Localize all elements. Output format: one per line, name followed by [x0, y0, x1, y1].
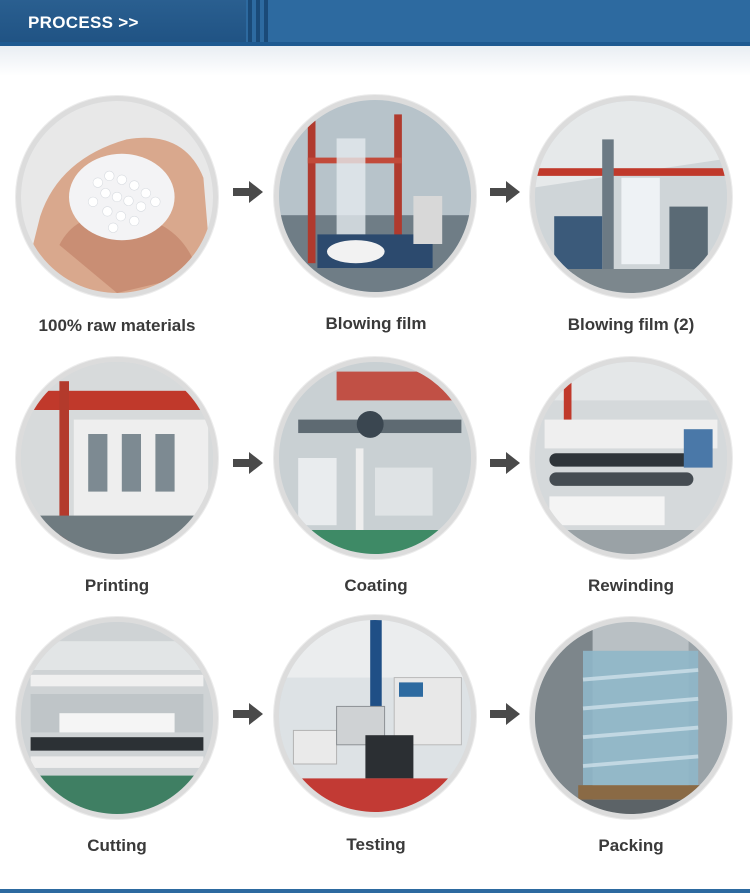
step-label-blowing-film: Blowing film — [325, 314, 427, 333]
header-shadow — [0, 46, 750, 76]
arrow-right-icon — [490, 703, 520, 725]
step-label-raw-materials: 100% raw materials — [38, 316, 196, 335]
step-label-rewinding: Rewinding — [588, 576, 674, 595]
step-image-packing — [530, 617, 732, 819]
step-label-testing: Testing — [346, 835, 406, 854]
plastic-pellets-in-hands-photo — [21, 101, 213, 293]
section-title: PROCESS >> — [28, 13, 139, 32]
header-underline — [0, 42, 750, 46]
step-image-blowing-film — [274, 95, 476, 297]
arrow-right-icon — [490, 181, 520, 203]
header-stripe — [264, 0, 268, 46]
header-tab — [0, 0, 246, 46]
step-label-blowing-film-2: Blowing film (2) — [567, 315, 695, 334]
step-image-blowing-film-2 — [530, 96, 732, 298]
blown-film-tower-photo — [535, 101, 727, 293]
arrow-right-icon — [233, 181, 263, 203]
arrow-right-icon — [233, 703, 263, 725]
blown-film-machine-photo — [279, 100, 471, 292]
header-stripe — [256, 0, 260, 46]
wrapped-pallet-photo — [535, 622, 727, 814]
step-image-rewinding — [530, 357, 732, 559]
arrow-right-icon — [490, 452, 520, 474]
step-image-cutting — [16, 617, 218, 819]
arrow-right-icon — [233, 452, 263, 474]
cutting-machine-photo — [21, 622, 213, 814]
header-stripe — [248, 0, 252, 46]
rewinding-machine-photo — [535, 362, 727, 554]
testing-equipment-photo — [279, 620, 471, 812]
process-header: PROCESS >> — [0, 0, 750, 46]
printing-machine-photo — [21, 362, 213, 554]
step-image-testing — [274, 615, 476, 817]
footer-line — [0, 889, 750, 893]
step-image-raw-materials — [16, 96, 218, 298]
coating-machine-photo — [279, 362, 471, 554]
step-label-cutting: Cutting — [87, 836, 147, 855]
step-label-packing: Packing — [598, 836, 664, 855]
step-image-printing — [16, 357, 218, 559]
step-image-coating — [274, 357, 476, 559]
step-label-coating: Coating — [344, 576, 408, 595]
step-label-printing: Printing — [84, 576, 150, 595]
